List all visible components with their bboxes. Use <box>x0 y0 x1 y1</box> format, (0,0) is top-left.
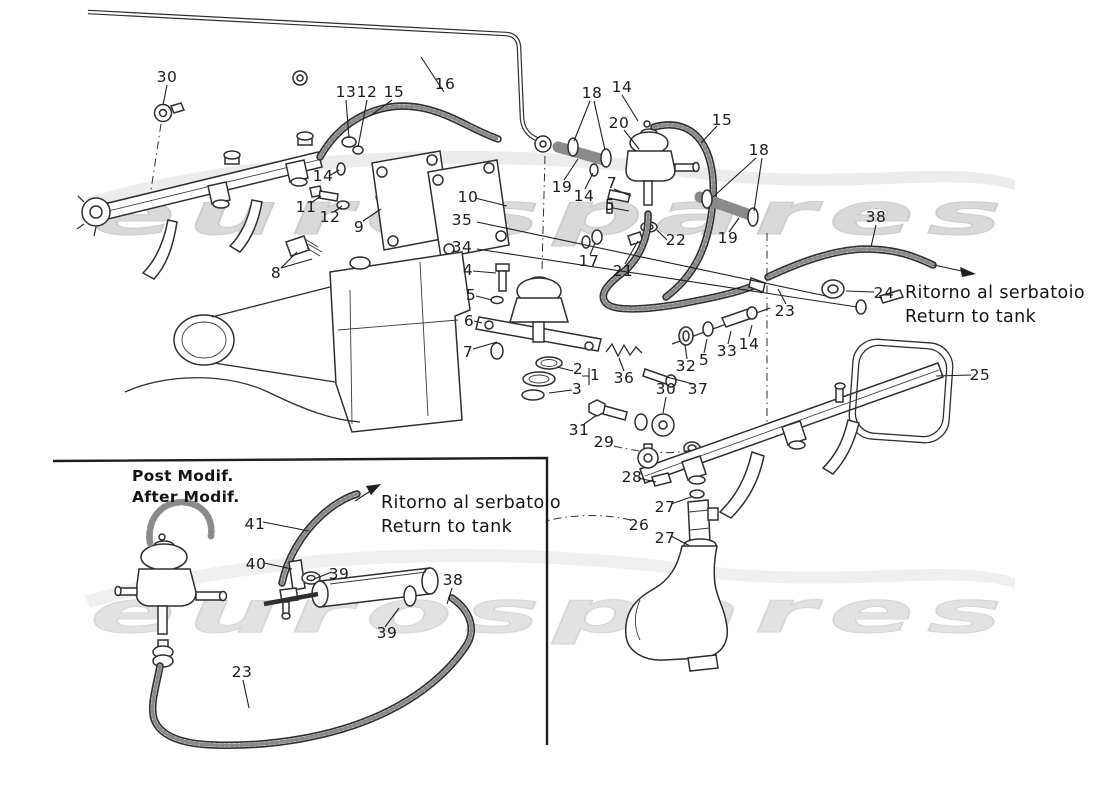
part-callout-22: 22 <box>665 231 687 249</box>
note-line-english: Return to tank <box>905 306 1037 327</box>
part-callout-19: 19 <box>551 178 573 196</box>
part-callout-5: 5 <box>465 286 477 304</box>
fuel-rail-left <box>76 131 323 280</box>
part-callout-12: 12 <box>319 208 341 226</box>
intake-horn-and-manifold <box>124 251 504 433</box>
note-line-english: After Modif. <box>132 487 240 506</box>
part-callout-31: 31 <box>568 421 590 439</box>
return-arrow-inset <box>366 484 381 495</box>
fitting-18-right <box>694 189 759 227</box>
note-post-modif: Post Modif. After Modif. <box>132 466 240 508</box>
part-callout-16: 16 <box>434 75 456 93</box>
fitting-18-left <box>534 135 612 271</box>
part-callout-18: 18 <box>581 84 603 102</box>
part-callout-13: 13 <box>335 83 357 101</box>
part-callout-28: 28 <box>621 468 643 486</box>
part-callout-26: 26 <box>628 516 650 534</box>
inset-panel-border <box>52 456 549 745</box>
part-callout-1: 1 <box>589 366 601 384</box>
part-callout-17: 17 <box>578 252 600 270</box>
part-callout-36: 36 <box>613 369 635 387</box>
part-callout-27: 27 <box>654 498 676 516</box>
part-callout-41: 41 <box>244 515 266 533</box>
part-callout-8: 8 <box>270 264 282 282</box>
part-callout-39: 39 <box>328 565 350 583</box>
bracket-plate-10 <box>371 150 510 259</box>
part-callout-14: 14 <box>312 167 334 185</box>
part-callout-2: 2 <box>572 360 584 378</box>
part-callout-14: 14 <box>611 78 633 96</box>
part-callout-29: 29 <box>593 433 615 451</box>
part-callout-15: 15 <box>383 83 405 101</box>
part-callout-23: 23 <box>774 302 796 320</box>
inset-panel <box>52 456 549 745</box>
part-callout-10: 10 <box>457 188 479 206</box>
banjo-bolt-30 <box>150 102 186 191</box>
part-callout-12: 12 <box>356 83 378 101</box>
part-callout-5: 5 <box>604 196 616 214</box>
part-callout-3: 3 <box>571 380 583 398</box>
sensor-8 <box>285 235 323 257</box>
part-callout-30: 30 <box>655 380 677 398</box>
part-callout-11: 11 <box>295 198 317 216</box>
part-callout-19: 19 <box>717 229 739 247</box>
hose-23-main <box>603 210 768 424</box>
part-callout-6: 6 <box>463 312 475 330</box>
part-callout-7: 7 <box>462 343 474 361</box>
part-callout-25: 25 <box>969 366 991 384</box>
part-callout-27: 27 <box>654 529 676 547</box>
fuel-rail-right <box>637 338 954 519</box>
part-callout-33: 33 <box>716 342 738 360</box>
part-callout-4: 4 <box>462 261 474 279</box>
part-callout-30: 30 <box>156 68 178 86</box>
part-callout-38: 38 <box>442 571 464 589</box>
note-return-to-tank-inset: Ritorno al serbatoio Return to tank <box>381 492 561 539</box>
part-callout-32: 32 <box>675 357 697 375</box>
fuel-pipe-16 <box>88 12 543 143</box>
note-line-italian: Ritorno al serbatoio <box>381 493 562 513</box>
part-callout-15: 15 <box>711 111 733 129</box>
damper-center-group <box>475 263 602 401</box>
note-line-english: Return to tank <box>381 516 513 537</box>
part-callout-40: 40 <box>245 555 267 573</box>
part-callout-5: 5 <box>698 351 710 369</box>
return-arrow-main <box>960 267 976 277</box>
part-callout-38: 38 <box>865 208 887 226</box>
part-callout-23: 23 <box>231 663 253 681</box>
part-callout-24: 24 <box>873 284 895 302</box>
note-line-italian: Post Modif. <box>132 467 234 485</box>
part-callout-14: 14 <box>573 187 595 205</box>
watermark-text: eurospares <box>90 578 1015 646</box>
part-callout-7: 7 <box>606 174 618 192</box>
watermark-bottom: eurospares <box>85 548 1015 647</box>
part-callout-21: 21 <box>612 262 634 280</box>
return-hose-38 <box>764 245 976 299</box>
part-callout-9: 9 <box>353 218 365 236</box>
union-cluster <box>581 163 905 346</box>
leader-lines <box>162 56 972 709</box>
reservoir-tank <box>624 538 728 672</box>
hose-15-left <box>316 106 502 161</box>
part-callout-39: 39 <box>376 624 398 642</box>
note-line-italian: Ritorno al serbatoio <box>905 283 1086 303</box>
note-return-to-tank-main: Ritorno al serbatoio Return to tank <box>905 282 1085 329</box>
part-callout-34: 34 <box>451 238 473 256</box>
part-callout-14: 14 <box>738 335 760 353</box>
part-callout-20: 20 <box>608 114 630 132</box>
part-callout-35: 35 <box>451 211 473 229</box>
part-callout-18: 18 <box>748 141 770 159</box>
part-callout-37: 37 <box>687 380 709 398</box>
